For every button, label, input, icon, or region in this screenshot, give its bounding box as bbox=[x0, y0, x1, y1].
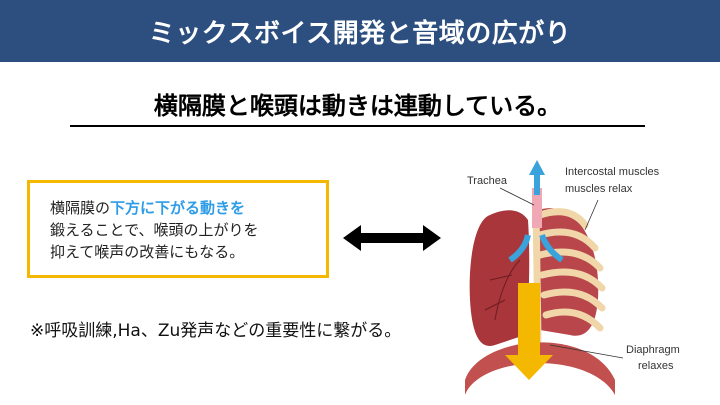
label-diaphragm-1: Diaphragm bbox=[626, 344, 680, 356]
explanation-line1-prefix: 横隔膜の bbox=[50, 199, 111, 217]
label-intercostal-2: muscles relax bbox=[565, 183, 633, 195]
explanation-line3: 抑えて喉声の改善にもなる。 bbox=[50, 243, 245, 261]
note-text: ※呼吸訓練,Ha、Zu発声などの重要性に繋がる。 bbox=[30, 321, 402, 341]
trachea bbox=[532, 188, 542, 228]
lung-diaphragm-illustration: Trachea Intercostal muscles muscles rela… bbox=[465, 160, 680, 395]
air-up-arrow-icon bbox=[529, 160, 545, 195]
down-arrow-icon bbox=[505, 283, 553, 380]
explanation-box: 横隔膜の下方に下がる動きを鍛えることで、喉頭の上がりを抑えて喉声の改善にもなる。 bbox=[27, 180, 329, 278]
diaphragm bbox=[465, 342, 615, 395]
title-bar: ミックスボイス開発と音域の広がり bbox=[0, 0, 720, 62]
slide-subtitle: 横隔膜と喉頭は動きは連動している。 bbox=[70, 86, 645, 127]
explanation-text: 横隔膜の下方に下がる動きを鍛えることで、喉頭の上がりを抑えて喉声の改善にもなる。 bbox=[50, 197, 259, 263]
label-intercostal-1: Intercostal muscles bbox=[565, 166, 660, 178]
slide-title: ミックスボイス開発と音域の広がり bbox=[148, 18, 572, 49]
label-diaphragm-2: relaxes bbox=[638, 360, 674, 372]
double-arrow-icon bbox=[343, 225, 441, 251]
explanation-line2: 鍛えることで、喉頭の上がりを bbox=[50, 221, 259, 239]
explanation-highlight: 下方に下がる動きを bbox=[110, 199, 246, 217]
label-trachea: Trachea bbox=[467, 175, 508, 187]
